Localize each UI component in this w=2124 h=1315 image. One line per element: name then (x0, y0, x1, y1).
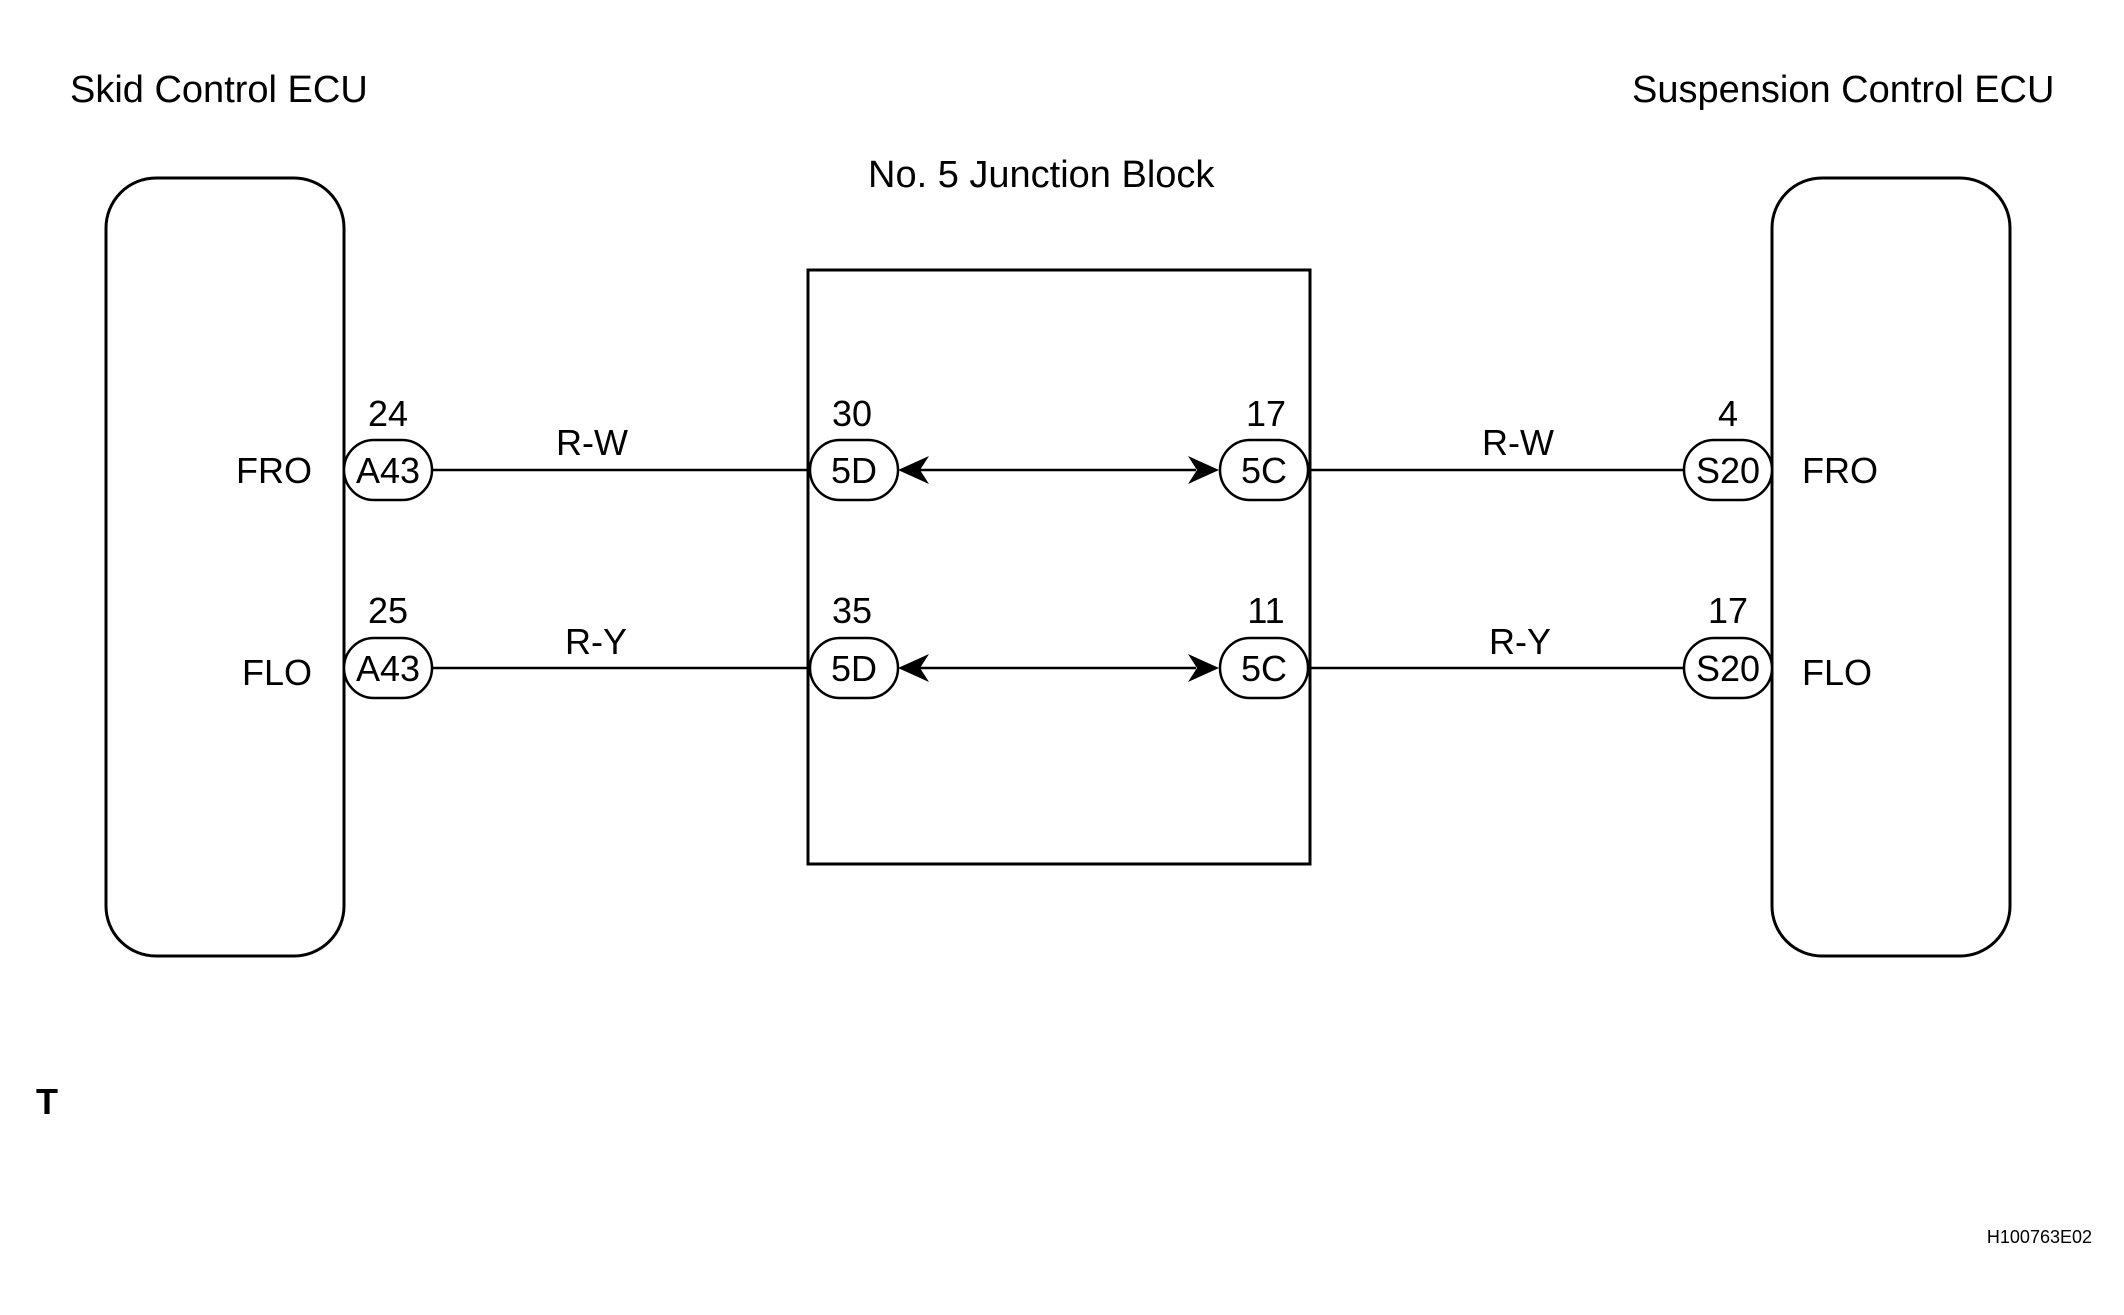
connector-pill-5d-row1 (808, 438, 900, 502)
connector-pill-5d-row2 (808, 636, 900, 700)
connector-pill-a43-row1 (342, 438, 434, 502)
connector-pill-s20-row1 (1682, 438, 1774, 502)
junction-block-title: No. 5 Junction Block (868, 154, 1215, 196)
pin-skid-row1: 24 (368, 393, 408, 434)
susp-terminal-flo: FLO (1802, 652, 1872, 693)
connector-s20-row1: S20 (1696, 450, 1760, 491)
pin-jb-right-row2: 11 (1247, 590, 1284, 631)
skid-terminal-fro: FRO (236, 450, 312, 491)
wire-color-row1-right: R-W (1482, 422, 1554, 463)
suspension-ecu-title: Suspension Control ECU (1632, 69, 2054, 111)
jb-connector-arrow-row1-right (1188, 456, 1219, 484)
page-marker: T (36, 1081, 58, 1122)
wire-color-row1-left: R-W (556, 422, 628, 463)
skid-ecu-title: Skid Control ECU (70, 69, 368, 111)
jb-connector-arrow-row2-right (1188, 654, 1219, 682)
susp-terminal-fro: FRO (1802, 450, 1878, 491)
pin-jb-left-row1: 30 (832, 393, 872, 434)
jb-connector-arrow-row2-left (898, 654, 929, 682)
pin-skid-row2: 25 (368, 590, 408, 631)
wire-color-row2-right: R-Y (1489, 621, 1551, 662)
pin-susp-row1: 4 (1718, 393, 1738, 434)
connector-5c-row1: 5C (1241, 450, 1287, 491)
connector-pill-5c-row2 (1218, 636, 1310, 700)
wire-color-row2-left: R-Y (565, 621, 627, 662)
connector-pill-a43-row2 (342, 636, 434, 700)
connector-s20-row2: S20 (1696, 648, 1760, 689)
jb-connector-arrow-row1-left (898, 456, 929, 484)
skid-terminal-flo: FLO (242, 652, 312, 693)
junction-block-body (806, 268, 1312, 866)
connector-a43-row1: A43 (356, 450, 420, 491)
figure-id: H100763E02 (1987, 1227, 2092, 1247)
connector-pill-s20-row2 (1682, 636, 1774, 700)
connector-5c-row2: 5C (1241, 648, 1287, 689)
connector-5d-row1: 5D (831, 450, 877, 491)
pin-jb-left-row2: 35 (832, 590, 872, 631)
skid-ecu-body (104, 176, 346, 958)
connector-a43-row2: A43 (356, 648, 420, 689)
pin-jb-right-row1: 17 (1246, 393, 1286, 434)
connector-5d-row2: 5D (831, 648, 877, 689)
suspension-ecu-body (1770, 176, 2012, 958)
pin-susp-row2: 17 (1708, 590, 1748, 631)
connector-pill-5c-row1 (1218, 438, 1310, 502)
